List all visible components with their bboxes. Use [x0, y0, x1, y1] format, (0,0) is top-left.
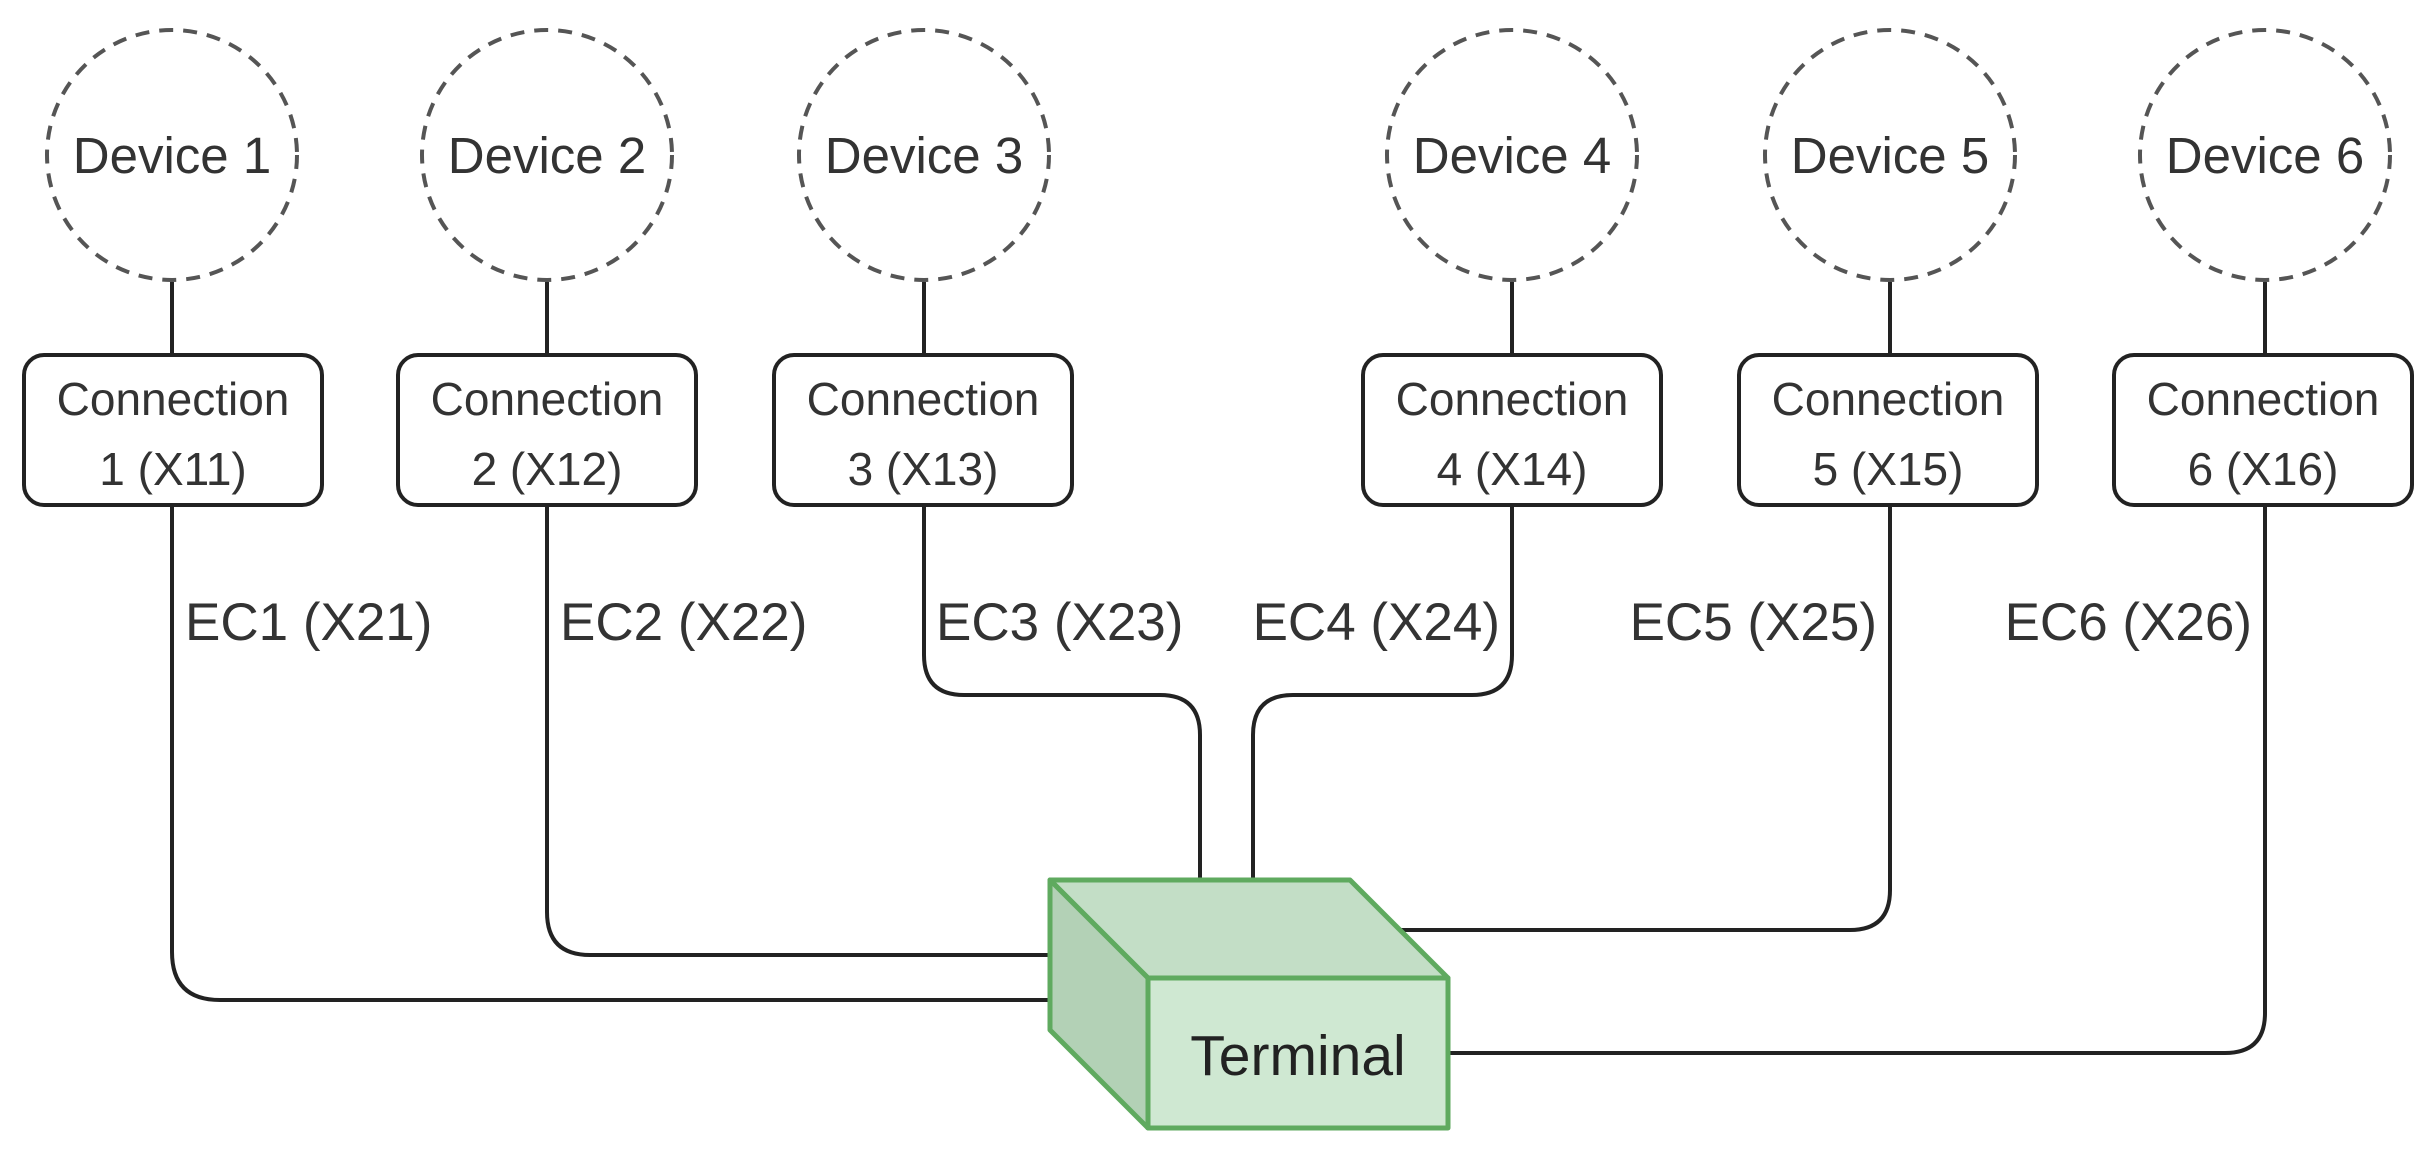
connection-label-line2: 6 (X16) [2188, 443, 2339, 495]
edge-label-2: EC2 (X22) [560, 593, 807, 652]
connection-box [2112, 353, 2414, 507]
edge-line-5 [1400, 505, 1892, 932]
edge-label-4: EC4 (X24) [1253, 593, 1500, 652]
edge-line-2 [545, 505, 1050, 957]
device-label: Device 6 [2166, 127, 2364, 184]
device-label: Device 2 [448, 127, 646, 184]
connection-label-line2: 4 (X14) [1437, 443, 1588, 495]
device-label: Device 4 [1413, 127, 1611, 184]
connection-box [22, 353, 324, 507]
edge-line-4 [1251, 505, 1514, 878]
terminal-front-face [1145, 975, 1451, 1131]
connection-label-line2: 5 (X15) [1813, 443, 1964, 495]
edge-line-6 [1448, 505, 2267, 1055]
device-label: Device 5 [1791, 127, 1989, 184]
connection-label-line2: 3 (X13) [848, 443, 999, 495]
device-circle [797, 28, 1051, 282]
device-label: Device 1 [73, 127, 271, 184]
device-circle [45, 28, 299, 282]
edge-label-1: EC1 (X21) [185, 593, 432, 652]
connection-5[interactable]: Connection 5 (X15) [1737, 353, 2039, 507]
connection-box [772, 353, 1074, 507]
device-circle [2138, 28, 2392, 282]
connection-label-line1: Connection [1772, 373, 2005, 425]
connection-box [1361, 353, 1663, 507]
connection-label-line1: Connection [1396, 373, 1629, 425]
edge-line-1 [170, 505, 1050, 1002]
edge-label-3: EC3 (X23) [936, 593, 1183, 652]
device-5[interactable]: Device 5 [1763, 28, 2017, 282]
device-3[interactable]: Device 3 [797, 28, 1051, 282]
device-4[interactable]: Device 4 [1385, 28, 1639, 282]
edge-line-3 [922, 505, 1202, 878]
device-circle [1763, 28, 2017, 282]
connection-label-line1: Connection [57, 373, 290, 425]
device-1[interactable]: Device 1 [45, 28, 299, 282]
edge-label-6: EC6 (X26) [2005, 593, 2252, 652]
device-2[interactable]: Device 2 [420, 28, 674, 282]
connection-label-line2: 2 (X12) [472, 443, 623, 495]
connection-1[interactable]: Connection 1 (X11) [22, 353, 324, 507]
connection-label-line1: Connection [431, 373, 664, 425]
terminal-node[interactable]: Terminal [1047, 877, 1451, 1131]
device-6[interactable]: Device 6 [2138, 28, 2392, 282]
connection-4[interactable]: Connection 4 (X14) [1361, 353, 1663, 507]
connection-box [1737, 353, 2039, 507]
connection-label-line1: Connection [2147, 373, 2380, 425]
device-circle [420, 28, 674, 282]
connection-3[interactable]: Connection 3 (X13) [772, 353, 1074, 507]
edge-label-5: EC5 (X25) [1630, 593, 1877, 652]
terminal-label: Terminal [1190, 1024, 1405, 1088]
connection-label-line2: 1 (X11) [99, 443, 246, 495]
connection-6[interactable]: Connection 6 (X16) [2112, 353, 2414, 507]
connection-label-line1: Connection [807, 373, 1040, 425]
device-label: Device 3 [825, 127, 1023, 184]
edge-lines [170, 505, 2267, 1055]
device-circle [1385, 28, 1639, 282]
connection-2[interactable]: Connection 2 (X12) [396, 353, 698, 507]
device-stems [170, 282, 2267, 355]
connection-box [396, 353, 698, 507]
